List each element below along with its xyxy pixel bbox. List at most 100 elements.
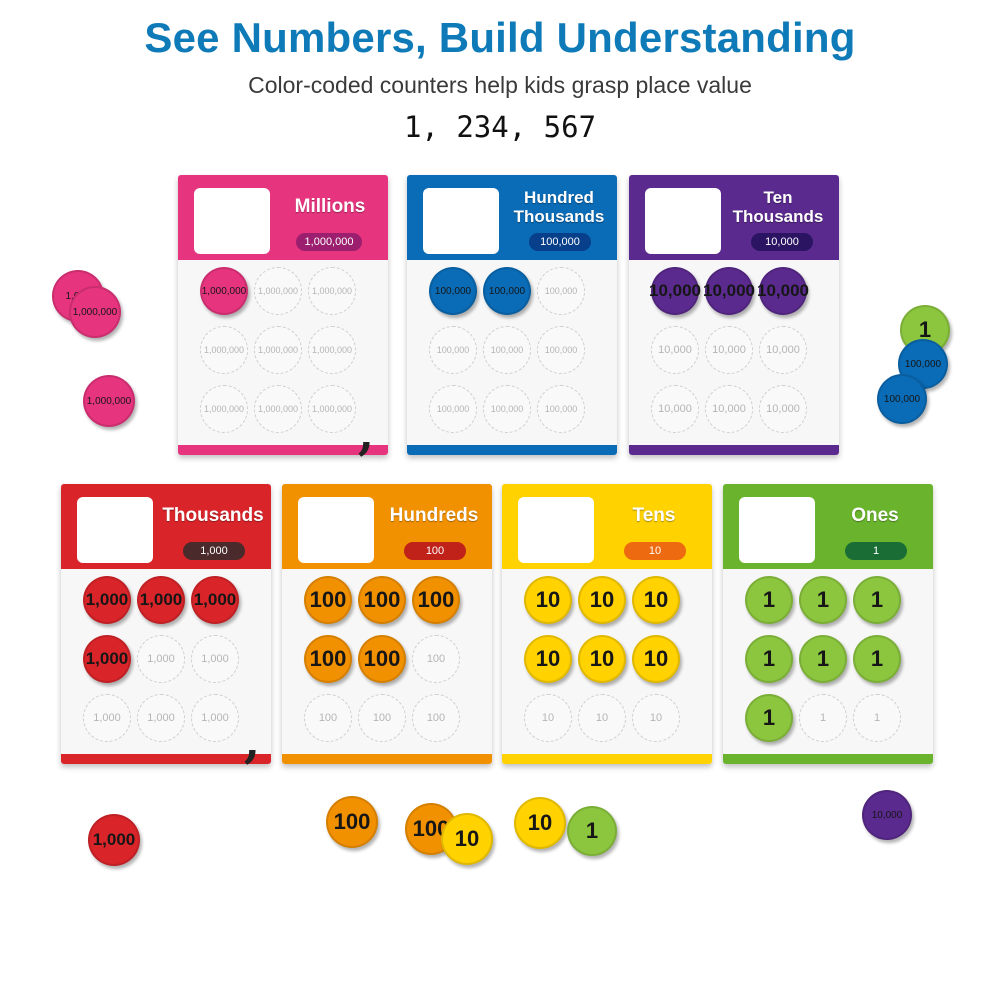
placed-counter[interactable]: 100,000 [429, 267, 477, 315]
card-bottom-strip [629, 445, 839, 455]
card-bottom-strip [407, 445, 617, 455]
empty-counter-slot[interactable]: 1,000 [83, 694, 131, 742]
placed-counter[interactable]: 100,000 [483, 267, 531, 315]
loose-counter[interactable]: 1,000,000 [69, 286, 121, 338]
placed-counter[interactable]: 10 [524, 576, 572, 624]
placed-counter[interactable]: 100 [358, 576, 406, 624]
digit-slot[interactable] [739, 497, 815, 563]
empty-counter-slot[interactable]: 100,000 [537, 267, 585, 315]
placed-counter[interactable]: 100 [304, 576, 352, 624]
empty-counter-slot[interactable]: 1,000 [137, 694, 185, 742]
empty-counter-slot[interactable]: 100,000 [483, 326, 531, 374]
empty-counter-slot[interactable]: 1 [853, 694, 901, 742]
loose-counter[interactable]: 1,000 [88, 814, 140, 866]
empty-counter-slot[interactable]: 10,000 [759, 326, 807, 374]
empty-counter-slot[interactable]: 100 [358, 694, 406, 742]
empty-counter-slot[interactable]: 10,000 [705, 326, 753, 374]
digit-slot[interactable] [194, 188, 270, 254]
placed-counter[interactable]: 1,000 [191, 576, 239, 624]
value-pill: 1,000 [183, 542, 245, 560]
placed-counter[interactable]: 10 [578, 635, 626, 683]
placed-counter[interactable]: 1,000 [83, 576, 131, 624]
placed-counter[interactable]: 10,000 [649, 267, 701, 315]
placed-counter[interactable]: 10,000 [757, 267, 809, 315]
empty-counter-slot[interactable]: 1,000 [191, 635, 239, 683]
placed-counter[interactable]: 1 [853, 635, 901, 683]
loose-counter[interactable]: 1 [567, 806, 617, 856]
comma-separator: , [358, 406, 375, 460]
placed-counter[interactable]: 1,000 [137, 576, 185, 624]
placed-counter[interactable]: 1,000,000 [200, 267, 248, 315]
placed-counter[interactable]: 1 [745, 635, 793, 683]
empty-counter-slot[interactable]: 1 [799, 694, 847, 742]
placed-counter[interactable]: 10 [632, 635, 680, 683]
value-pill: 10 [624, 542, 686, 560]
card-bottom-strip [61, 754, 271, 764]
card-title: Hundreds [389, 505, 479, 526]
placed-counter[interactable]: 100 [304, 635, 352, 683]
empty-counter-slot[interactable]: 100,000 [537, 326, 585, 374]
empty-counter-slot[interactable]: 10,000 [759, 385, 807, 433]
placed-counter[interactable]: 1,000 [83, 635, 131, 683]
empty-counter-slot[interactable]: 100 [412, 694, 460, 742]
loose-counter[interactable]: 10 [514, 797, 566, 849]
empty-counter-slot[interactable]: 10 [524, 694, 572, 742]
empty-counter-slot[interactable]: 100,000 [429, 326, 477, 374]
placed-counter[interactable]: 1 [799, 635, 847, 683]
empty-counter-slot[interactable]: 1,000,000 [308, 326, 356, 374]
loose-counter[interactable]: 10 [441, 813, 493, 865]
placed-counter[interactable]: 10 [578, 576, 626, 624]
empty-counter-slot[interactable]: 1,000,000 [254, 385, 302, 433]
digit-slot[interactable] [645, 188, 721, 254]
digit-slot[interactable] [518, 497, 594, 563]
empty-counter-slot[interactable]: 1,000,000 [200, 326, 248, 374]
empty-counter-slot[interactable]: 10,000 [651, 385, 699, 433]
empty-counter-slot[interactable]: 100,000 [483, 385, 531, 433]
loose-counter[interactable]: 10,000 [862, 790, 912, 840]
card-title: Millions [294, 196, 366, 217]
empty-counter-slot[interactable]: 100,000 [537, 385, 585, 433]
card-title: Tens [632, 505, 676, 526]
empty-counter-slot[interactable]: 1,000,000 [308, 385, 356, 433]
empty-counter-slot[interactable]: 1,000,000 [254, 326, 302, 374]
placed-counter[interactable]: 10 [632, 576, 680, 624]
empty-counter-slot[interactable]: 100 [304, 694, 352, 742]
placed-counter[interactable]: 10 [524, 635, 572, 683]
card-bottom-strip [723, 754, 933, 764]
empty-counter-slot[interactable]: 1,000,000 [200, 385, 248, 433]
empty-counter-slot[interactable]: 1,000,000 [308, 267, 356, 315]
empty-counter-slot[interactable]: 100,000 [429, 385, 477, 433]
placed-counter[interactable]: 1 [745, 576, 793, 624]
empty-counter-slot[interactable]: 1,000,000 [254, 267, 302, 315]
empty-counter-slot[interactable]: 10,000 [705, 385, 753, 433]
digit-slot[interactable] [423, 188, 499, 254]
digit-slot[interactable] [77, 497, 153, 563]
placed-counter[interactable]: 100 [358, 635, 406, 683]
card-title: Ten Thousands [732, 188, 824, 226]
placed-counter[interactable]: 1 [799, 576, 847, 624]
empty-counter-slot[interactable]: 1,000 [191, 694, 239, 742]
loose-counter[interactable]: 100,000 [877, 374, 927, 424]
empty-counter-slot[interactable]: 10,000 [651, 326, 699, 374]
loose-counter[interactable]: 100 [326, 796, 378, 848]
empty-counter-slot[interactable]: 10 [632, 694, 680, 742]
placed-counter[interactable]: 10,000 [703, 267, 755, 315]
placed-counter[interactable]: 1 [745, 694, 793, 742]
digit-slot[interactable] [298, 497, 374, 563]
empty-counter-slot[interactable]: 10 [578, 694, 626, 742]
placed-counter[interactable]: 100 [412, 576, 460, 624]
placed-counter[interactable]: 1 [853, 576, 901, 624]
example-number: 1, 234, 567 [403, 110, 597, 144]
empty-counter-slot[interactable]: 100 [412, 635, 460, 683]
loose-counter[interactable]: 1,000,000 [83, 375, 135, 427]
empty-counter-slot[interactable]: 1,000 [137, 635, 185, 683]
